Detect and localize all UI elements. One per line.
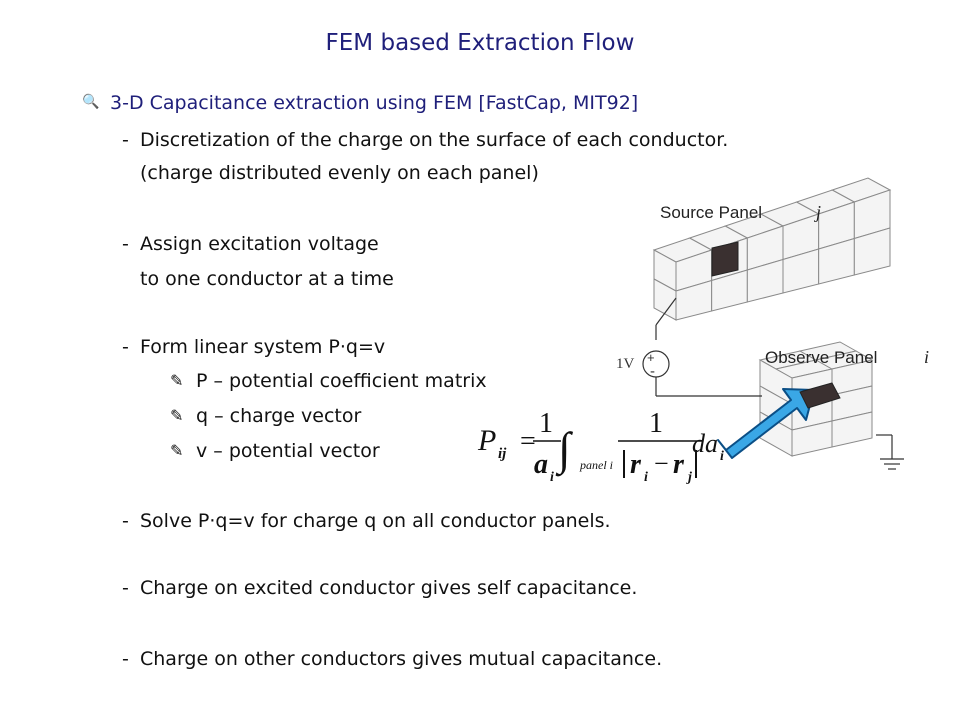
formula-a-sub: i	[550, 470, 554, 485]
source-front-face	[853, 227, 891, 276]
dash-bullet: -	[122, 336, 129, 358]
observe-panel-label: Observe Panel	[765, 348, 877, 367]
formula-da-sub: i	[720, 449, 724, 464]
formula-num2: 1	[649, 408, 663, 439]
minus-sign: -	[650, 363, 655, 380]
formula-r2: r	[673, 449, 685, 480]
potential-coefficient-formula: P ij = 1 a i ∫ panel i 1 r i − r j da i	[477, 408, 724, 485]
observe-panel	[799, 382, 841, 409]
dash-bullet: -	[122, 129, 129, 151]
item-line: Assign excitation voltage	[140, 233, 379, 255]
ground-icon	[876, 434, 904, 470]
dash-bullet: -	[122, 577, 129, 599]
dash-bullet: -	[122, 510, 129, 532]
formula-minus: −	[654, 449, 669, 478]
pencil-icon: ✎	[170, 406, 184, 425]
observe-panel-var: i	[924, 347, 929, 367]
plus-sign: +	[647, 350, 655, 365]
dash-bullet: -	[122, 233, 129, 255]
voltage-label: 1V	[616, 356, 635, 372]
sub-bullet-text: P – potential coefficient matrix	[196, 370, 487, 392]
formula-integral: ∫	[555, 423, 573, 477]
source-panel-label: Source Panel	[660, 203, 762, 222]
main-heading: 3-D Capacitance extraction using FEM [Fa…	[110, 92, 639, 114]
source-panel	[711, 241, 739, 277]
sub-bullet-text: q – charge vector	[196, 405, 362, 427]
formula-equals: =	[520, 426, 536, 457]
formula-da: da	[692, 429, 718, 458]
observe-front-face	[831, 411, 873, 448]
item-line: (charge distributed evenly on each panel…	[140, 162, 539, 184]
formula-a: a	[534, 449, 548, 480]
item-line: Form linear system P·q=v	[140, 336, 386, 358]
item-line: Solve P·q=v for charge q on all conducto…	[140, 510, 611, 532]
source-panel-var: j	[814, 202, 821, 222]
formula-P-sub: ij	[498, 446, 507, 462]
conductor-panel-figure: Source Panel j Observe Panel i + - 1V P …	[477, 177, 929, 485]
item-line: Charge on excited conductor gives self c…	[140, 577, 638, 599]
dash-bullet: -	[122, 648, 129, 670]
pencil-icon: ✎	[170, 371, 184, 390]
pencil-icon: ✎	[170, 441, 184, 460]
list-item: -	[122, 129, 129, 151]
formula-r1-sub: i	[644, 470, 648, 485]
magnifier-bullet-icon: 🔍	[82, 94, 100, 110]
item-line: Charge on other conductors gives mutual …	[140, 648, 663, 670]
voltage-source-icon	[642, 297, 762, 397]
item-line: to one conductor at a time	[140, 268, 394, 290]
item-line: Discretization of the charge on the surf…	[140, 129, 729, 151]
formula-r1: r	[630, 449, 642, 480]
formula-P: P	[477, 424, 496, 457]
formula-r2-sub: j	[686, 470, 692, 485]
slide-title: FEM based Extraction Flow	[325, 30, 635, 56]
sub-bullet-text: v – potential vector	[196, 440, 380, 462]
formula-num1: 1	[539, 408, 553, 439]
formula-int-sub: panel i	[579, 458, 613, 472]
